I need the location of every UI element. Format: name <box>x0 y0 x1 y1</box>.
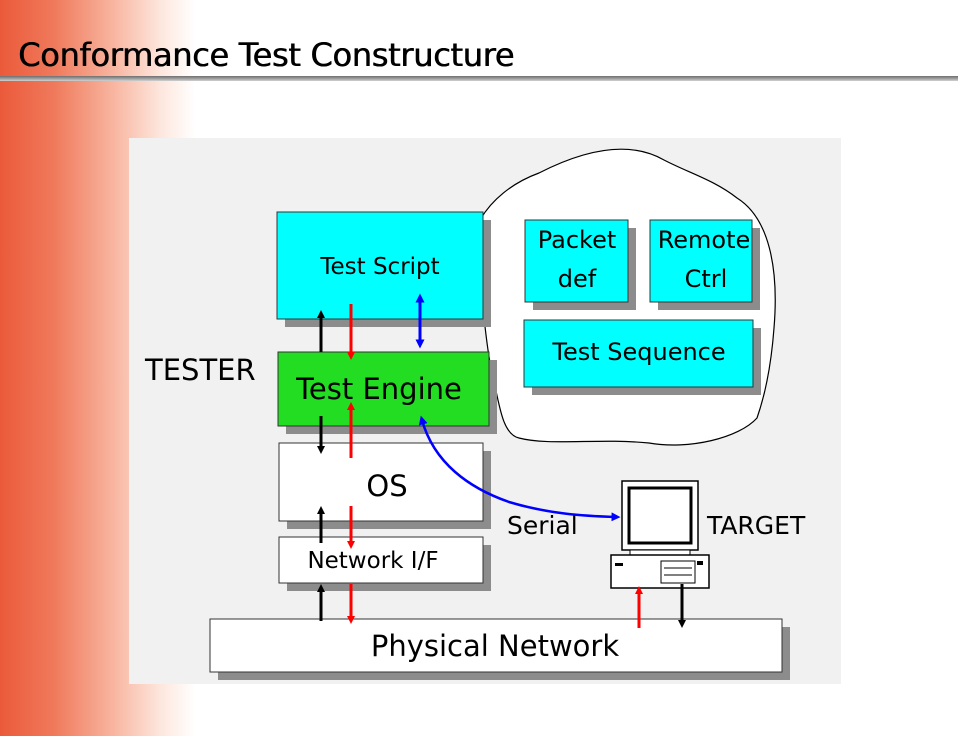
title-divider <box>0 76 958 81</box>
slide-title: Conformance Test Constructure <box>18 36 515 74</box>
packet-def-label-line2: def <box>558 265 597 293</box>
packet-def-label-line1: Packet <box>538 226 617 254</box>
serial-link-arrow <box>418 415 621 522</box>
os-block: OS <box>278 442 491 529</box>
remote-ctrl-label-line1: Remote <box>658 226 751 254</box>
tester-label: TESTER <box>144 353 256 387</box>
packet-def-block: Packet def <box>524 219 636 310</box>
remote-ctrl-label-line2: Ctrl <box>685 265 728 293</box>
conformance-test-diagram: Test Script Test Engine OS Network I/F P… <box>144 148 806 680</box>
test-engine-label: Test Engine <box>295 372 462 406</box>
physical-network-block: Physical Network <box>209 618 790 680</box>
target-label: TARGET <box>706 511 806 540</box>
physical-network-label: Physical Network <box>371 629 619 663</box>
test-sequence-block: Test Sequence <box>523 319 761 395</box>
test-script-block: Test Script <box>276 211 491 327</box>
network-if-label: Network I/F <box>307 548 438 574</box>
test-sequence-label: Test Sequence <box>551 338 725 366</box>
os-label: OS <box>366 469 407 503</box>
serial-label: Serial <box>507 511 578 540</box>
computer-icon <box>610 480 710 589</box>
test-engine-block: Test Engine <box>277 351 497 434</box>
remote-ctrl-block: Remote Ctrl <box>649 219 760 310</box>
diagram-panel: Test Script Test Engine OS Network I/F P… <box>129 138 841 684</box>
network-if-block: Network I/F <box>278 536 491 591</box>
test-script-label: Test Script <box>319 254 439 280</box>
